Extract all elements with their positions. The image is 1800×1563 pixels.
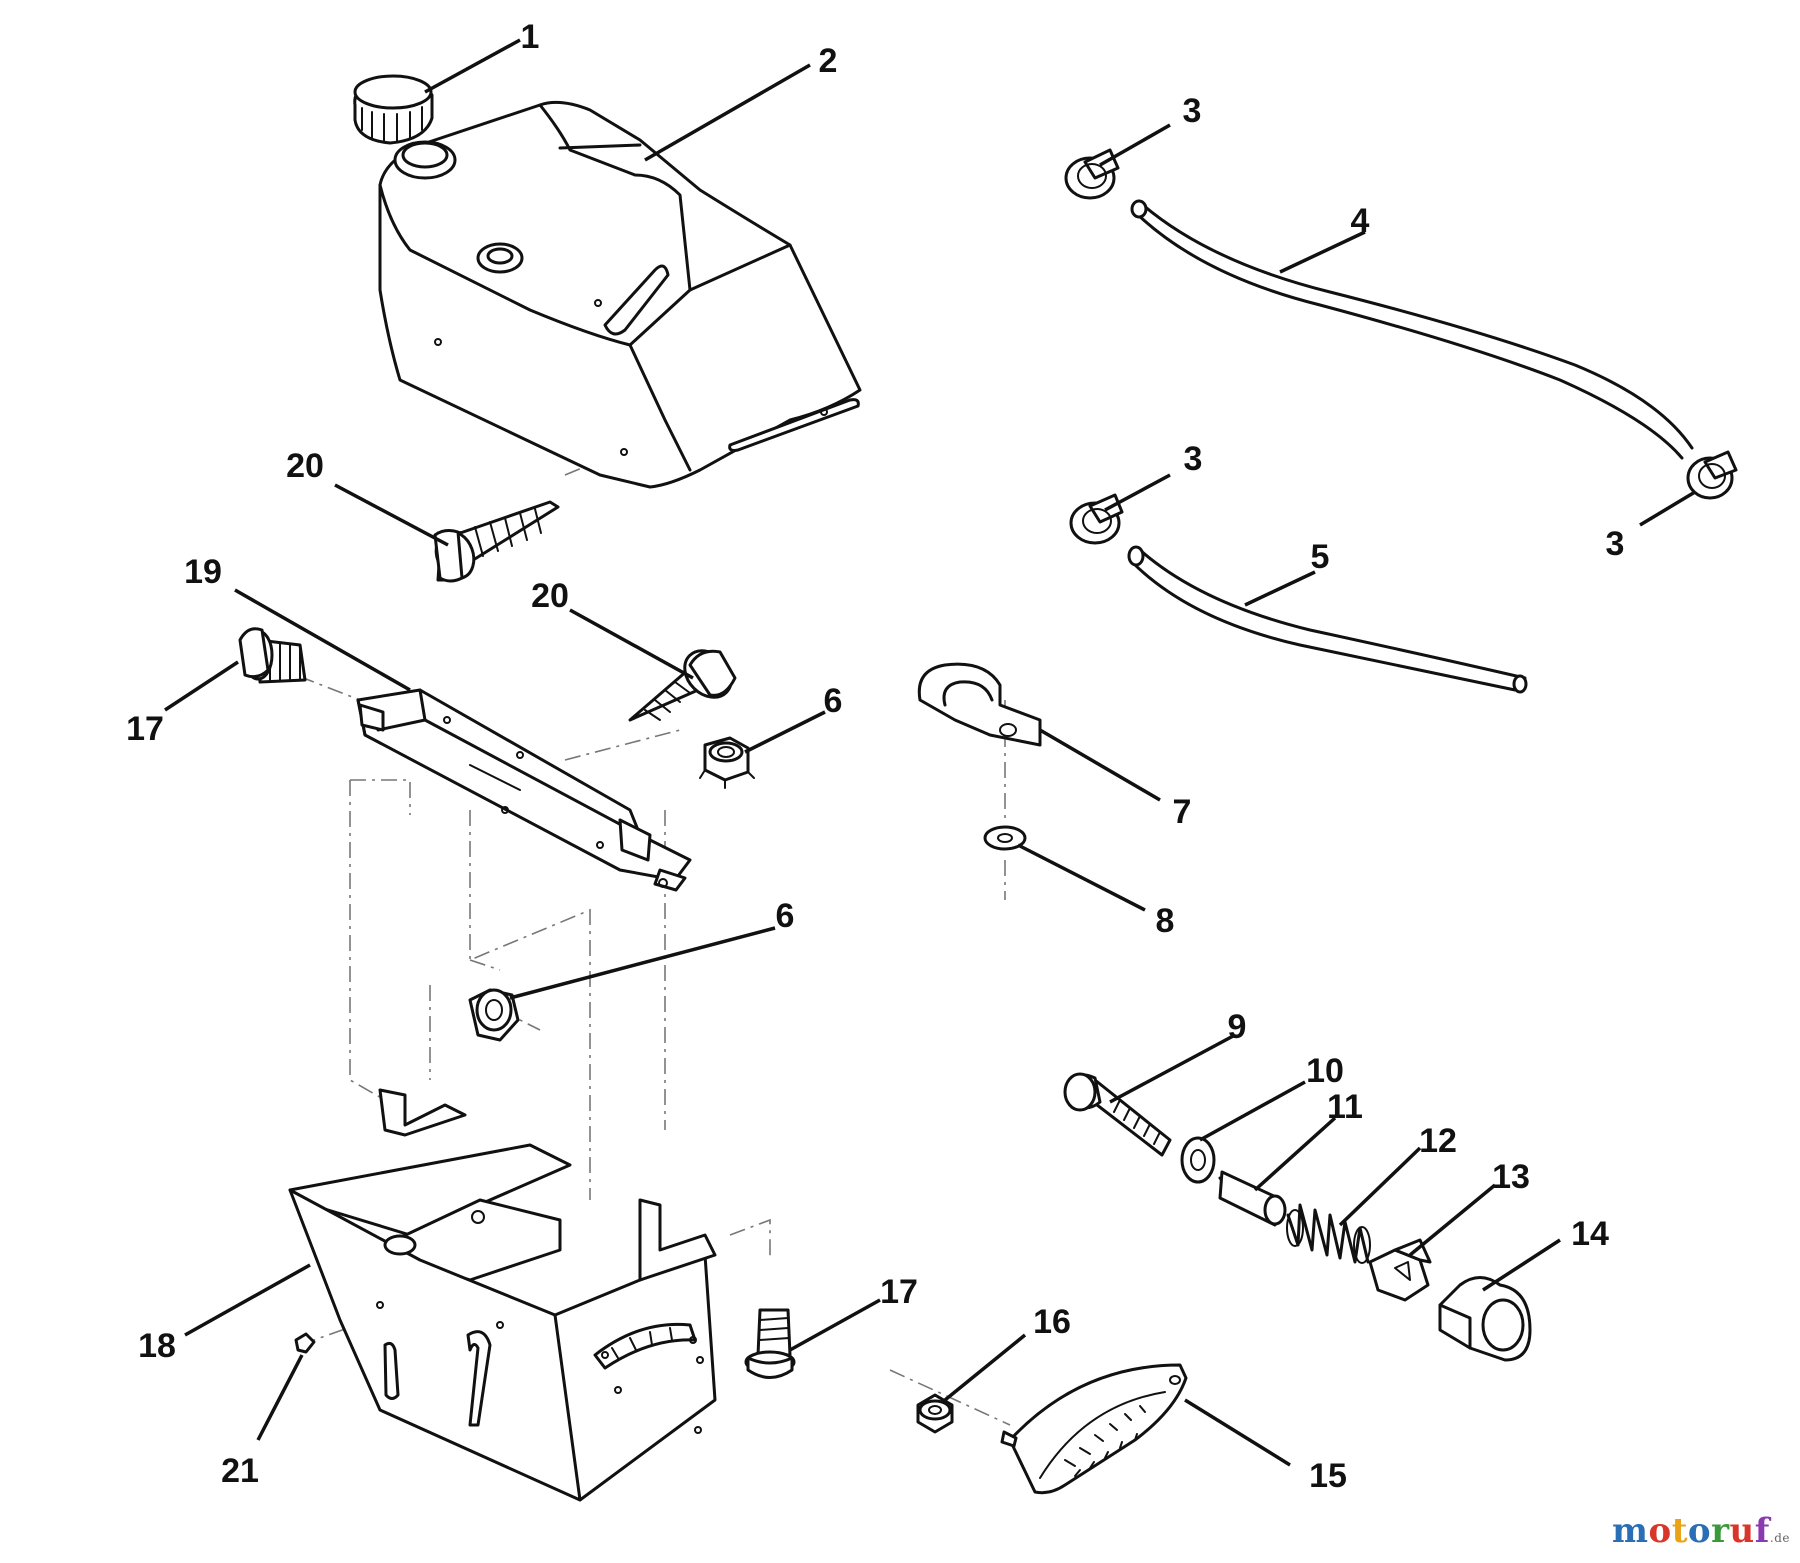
callout-20b: 20 bbox=[531, 577, 569, 615]
flange-nut bbox=[916, 1393, 954, 1434]
hose-clamp-2 bbox=[1069, 493, 1124, 545]
callout-8: 8 bbox=[1156, 902, 1175, 940]
height-indicator-plate bbox=[1000, 1363, 1188, 1495]
watermark-letter: r bbox=[1711, 1511, 1730, 1551]
watermark-letter: u bbox=[1729, 1511, 1755, 1551]
watermark-letter: t bbox=[1671, 1511, 1688, 1551]
fuel-hose-long bbox=[1130, 199, 1694, 460]
watermark-letter: o bbox=[1648, 1511, 1672, 1551]
screw-lower bbox=[628, 649, 737, 722]
callout-3c: 3 bbox=[1606, 525, 1625, 563]
hose-clamp-3 bbox=[1686, 450, 1738, 500]
callout-2: 2 bbox=[819, 42, 838, 80]
lever-bracket bbox=[1438, 1276, 1532, 1362]
callout-17a: 17 bbox=[126, 710, 164, 748]
screw-upper bbox=[433, 500, 560, 583]
callout-20a: 20 bbox=[286, 447, 324, 485]
washer bbox=[983, 825, 1027, 851]
nut-upper bbox=[699, 736, 755, 789]
callout-9: 9 bbox=[1228, 1008, 1247, 1046]
callout-18: 18 bbox=[138, 1327, 176, 1365]
nut-lower bbox=[468, 988, 520, 1042]
leader-lines bbox=[164, 38, 1696, 1467]
flat-washer bbox=[1180, 1136, 1216, 1184]
spacer bbox=[1218, 1170, 1287, 1227]
watermark-suffix: .de bbox=[1769, 1531, 1790, 1545]
bolt-lower bbox=[744, 1308, 796, 1379]
watermark-logo: motoruf.de bbox=[1612, 1511, 1790, 1551]
callout-17b: 17 bbox=[880, 1273, 918, 1311]
callout-labels: 1 2 3 3 3 4 5 6 6 7 8 9 10 11 12 13 14 1… bbox=[126, 18, 1624, 1495]
spring bbox=[1286, 1203, 1371, 1264]
callout-1: 1 bbox=[521, 18, 540, 56]
callout-3a: 3 bbox=[1183, 92, 1202, 130]
fuel-hose-short bbox=[1127, 545, 1528, 694]
watermark-letter: f bbox=[1754, 1511, 1770, 1551]
callout-5: 5 bbox=[1311, 538, 1330, 576]
callout-6b: 6 bbox=[776, 897, 795, 935]
callout-7: 7 bbox=[1173, 793, 1192, 831]
bolt-left bbox=[238, 627, 307, 684]
long-bolt bbox=[1063, 1072, 1172, 1157]
watermark-letter: m bbox=[1612, 1511, 1649, 1551]
fuel-cap bbox=[353, 74, 434, 145]
callout-4: 4 bbox=[1351, 202, 1370, 240]
callout-16: 16 bbox=[1033, 1303, 1071, 1341]
watermark-letter: o bbox=[1687, 1511, 1712, 1551]
slider-knob bbox=[1368, 1238, 1432, 1302]
callout-19: 19 bbox=[184, 553, 222, 591]
callout-10: 10 bbox=[1306, 1052, 1344, 1090]
callout-3b: 3 bbox=[1184, 440, 1203, 478]
mounting-plate bbox=[288, 1088, 717, 1502]
callout-15: 15 bbox=[1309, 1457, 1347, 1495]
small-screw bbox=[294, 1332, 316, 1354]
fuel-tank bbox=[378, 100, 862, 489]
callout-13: 13 bbox=[1492, 1158, 1530, 1196]
support-bracket bbox=[356, 688, 692, 892]
callout-21: 21 bbox=[221, 1452, 259, 1490]
callout-11: 11 bbox=[1327, 1088, 1363, 1126]
callout-12: 12 bbox=[1419, 1122, 1457, 1160]
callout-6a: 6 bbox=[824, 682, 843, 720]
callout-14: 14 bbox=[1571, 1215, 1609, 1253]
hose-clip bbox=[917, 662, 1042, 747]
